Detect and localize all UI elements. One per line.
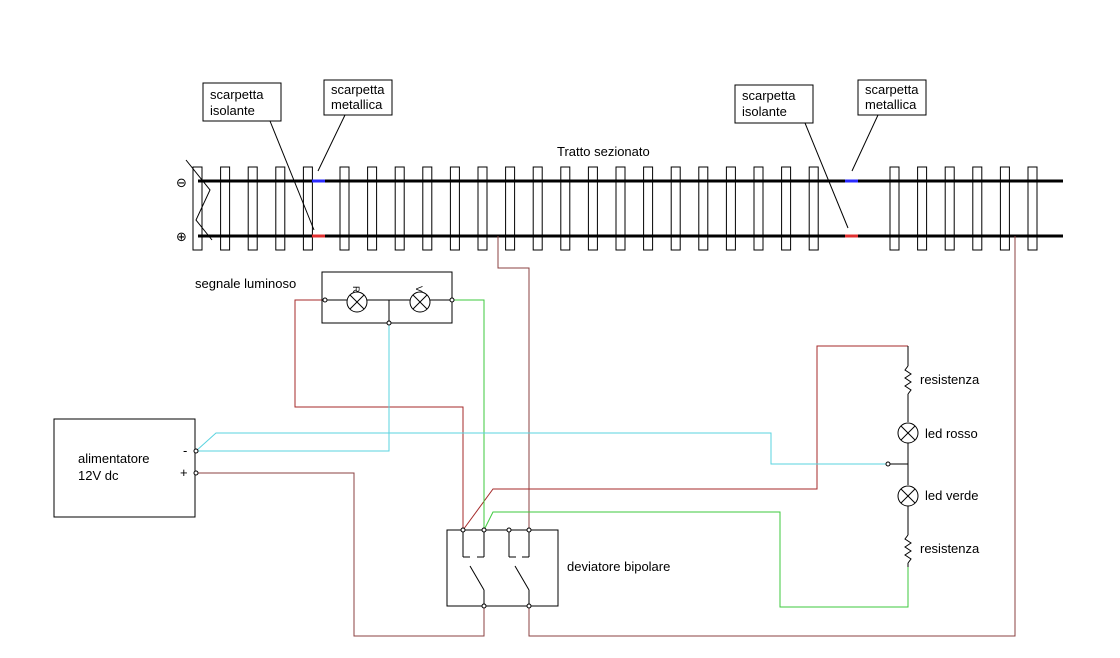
signal-terminal-common	[386, 320, 392, 326]
track-sleeper	[917, 166, 928, 251]
wire-red-led	[462, 345, 908, 531]
track-sleeper	[972, 166, 983, 251]
track-sleeper	[753, 166, 764, 251]
callout-sole-isolated-right: scarpetta isolante	[734, 84, 849, 229]
track-sleeper	[394, 166, 405, 251]
track-sleeper	[220, 166, 231, 251]
switch-terminal-3	[506, 527, 512, 533]
track-sleeper	[422, 166, 433, 251]
light-signal-label: segnale luminoso	[195, 276, 296, 291]
track-sleeper	[587, 166, 598, 251]
track-sleeper	[560, 166, 571, 251]
track-sleeper	[944, 166, 955, 251]
track-sleeper	[505, 166, 516, 251]
resistor-bottom-symbol	[904, 534, 912, 564]
track-sleeper	[302, 166, 313, 251]
callout-sole-metal-right: scarpetta metallica	[851, 79, 927, 172]
svg-text:isolante: isolante	[210, 103, 255, 118]
track-sleeper	[247, 166, 258, 251]
svg-text:12V dc: 12V dc	[78, 468, 119, 483]
track-sleeper	[449, 166, 460, 251]
junction-cyan-led	[885, 461, 891, 467]
sectioned-track-label: Tratto sezionato	[557, 144, 650, 159]
track-sleepers	[192, 166, 1038, 251]
track-sleeper	[999, 166, 1010, 251]
resistor-top-label: resistenza	[920, 372, 980, 387]
switch-terminal-2	[481, 527, 487, 533]
track-sleeper	[643, 166, 654, 251]
switch-terminal-4	[526, 527, 532, 533]
wire-cyan-signal	[196, 323, 390, 452]
track-sleeper	[889, 166, 900, 251]
track-sleeper	[367, 166, 378, 251]
resistor-bottom-label: resistenza	[920, 541, 980, 556]
track-sleeper	[670, 166, 681, 251]
green-led-symbol	[897, 485, 919, 507]
wire-plus-to-switch	[196, 472, 485, 637]
rail-minus-symbol: ⊖	[176, 176, 187, 191]
supply-terminal-plus	[193, 470, 199, 476]
power-supply: alimentatore 12V dc - +	[53, 418, 196, 518]
switch-terminal-1	[460, 527, 466, 533]
green-led-label: led verde	[925, 488, 978, 503]
svg-text:scarpetta: scarpetta	[865, 82, 919, 97]
track-sleeper	[1027, 166, 1038, 251]
signal-lamp-r-label: R	[351, 286, 361, 293]
resistor-top-symbol	[904, 365, 912, 395]
callout-sole-metal-left: scarpetta metallica	[317, 79, 393, 172]
rail-break-mark	[185, 159, 213, 241]
wire-red-signal	[294, 299, 464, 530]
svg-text:+: +	[180, 465, 188, 480]
svg-text:-: -	[183, 443, 187, 458]
track-sleeper	[615, 166, 626, 251]
track-sleeper	[725, 166, 736, 251]
bipolar-switch-label: deviatore bipolare	[567, 559, 670, 574]
wire-green-signal	[452, 299, 485, 530]
switch-terminal-5	[481, 603, 487, 609]
switch-terminal-6	[526, 603, 532, 609]
track-sleeper	[477, 166, 488, 251]
rail-plus-symbol: ⊕	[176, 230, 187, 245]
svg-text:metallica: metallica	[331, 97, 383, 112]
track-sleeper	[698, 166, 709, 251]
svg-text:scarpetta: scarpetta	[331, 82, 385, 97]
svg-text:metallica: metallica	[865, 97, 917, 112]
svg-text:scarpetta: scarpetta	[210, 87, 264, 102]
signal-lamp-v-label: V	[414, 286, 424, 292]
svg-text:alimentatore: alimentatore	[78, 451, 150, 466]
signal-terminal-left	[322, 297, 328, 303]
light-signal: R V	[321, 271, 453, 324]
svg-text:isolante: isolante	[742, 104, 787, 119]
red-led-symbol	[897, 422, 919, 444]
track-sleeper	[192, 166, 203, 251]
wire-rail-right-to-switch	[528, 236, 1016, 637]
wire-track-to-switch	[497, 236, 530, 530]
led-resistor-chain	[888, 346, 919, 567]
callout-sole-isolated-left: scarpetta isolante	[202, 82, 315, 231]
track-sleeper	[339, 166, 350, 251]
wire-green-led	[483, 511, 909, 608]
svg-text:scarpetta: scarpetta	[742, 88, 796, 103]
track-sleeper	[532, 166, 543, 251]
red-led-label: led rosso	[925, 426, 978, 441]
track-sleeper	[781, 166, 792, 251]
track-sleeper	[808, 166, 819, 251]
signal-terminal-right	[449, 297, 455, 303]
wire-cyan-led	[195, 432, 888, 465]
bipolar-switch	[446, 529, 559, 607]
supply-terminal-minus	[193, 448, 199, 454]
track-sleeper	[275, 166, 286, 251]
